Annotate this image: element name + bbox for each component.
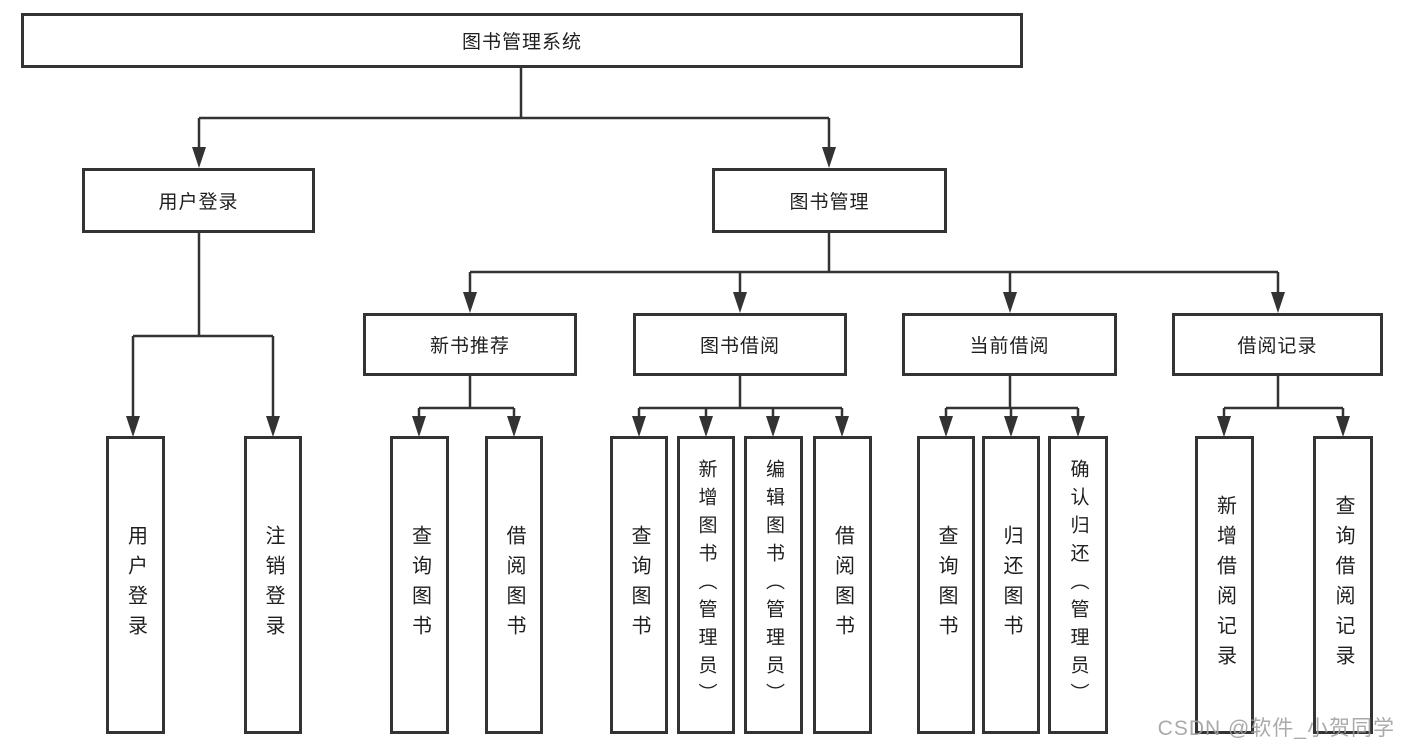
leaf-logout-label: 注销登录 (262, 525, 284, 645)
leaf-user-login: 用户登录 (106, 436, 165, 734)
leaf-borrow-books-recommend: 借阅图书 (485, 436, 543, 734)
leaf-return-books: 归还图书 (982, 436, 1040, 734)
node-user-login-label: 用户登录 (158, 192, 239, 213)
leaf-add-books-admin-label: 新增图书（管理员） (695, 459, 717, 711)
node-new-book-recommendation-label: 新书推荐 (429, 336, 510, 357)
leaf-borrow-books-recommend-label: 借阅图书 (503, 525, 525, 645)
leaf-add-books-admin: 新增图书（管理员） (677, 436, 735, 734)
leaf-query-books-recommend: 查询图书 (390, 436, 449, 734)
node-new-book-recommendation: 新书推荐 (363, 313, 577, 376)
leaf-confirm-return-admin: 确认归还（管理员） (1048, 436, 1108, 734)
leaf-query-books-current-label: 查询图书 (935, 525, 957, 645)
node-book-management: 图书管理 (712, 168, 947, 233)
node-book-borrowing: 图书借阅 (633, 313, 847, 376)
node-book-borrowing-label: 图书借阅 (699, 336, 780, 357)
leaf-confirm-return-admin-label: 确认归还（管理员） (1067, 459, 1089, 711)
node-library-system-label: 图书管理系统 (461, 32, 582, 53)
leaf-query-borrow-record: 查询借阅记录 (1313, 436, 1373, 734)
node-library-system: 图书管理系统 (21, 13, 1023, 68)
leaf-query-borrow-record-label: 查询借阅记录 (1332, 495, 1354, 675)
node-borrowing-records-label: 借阅记录 (1237, 336, 1318, 357)
leaf-borrow-books-borrowing-label: 借阅图书 (831, 525, 854, 645)
leaf-user-login-label: 用户登录 (124, 525, 147, 645)
leaf-query-books-borrowing-label: 查询图书 (628, 525, 650, 645)
leaf-edit-books-admin: 编辑图书（管理员） (744, 436, 803, 734)
node-book-management-label: 图书管理 (789, 192, 870, 213)
leaf-add-borrow-record-label: 新增借阅记录 (1213, 495, 1236, 675)
watermark: CSDN @软件_小贺同学 (1157, 717, 1395, 740)
node-current-borrowing-label: 当前借阅 (969, 336, 1050, 357)
node-borrowing-records: 借阅记录 (1172, 313, 1383, 376)
leaf-edit-books-admin-label: 编辑图书（管理员） (763, 459, 784, 711)
leaf-query-books-recommend-label: 查询图书 (408, 525, 431, 645)
leaf-query-books-borrowing: 查询图书 (610, 436, 668, 734)
leaf-borrow-books-borrowing: 借阅图书 (813, 436, 872, 734)
leaf-add-borrow-record: 新增借阅记录 (1195, 436, 1254, 734)
leaf-return-books-label: 归还图书 (1000, 525, 1022, 645)
node-current-borrowing: 当前借阅 (902, 313, 1117, 376)
leaf-query-books-current: 查询图书 (917, 436, 975, 734)
node-user-login: 用户登录 (82, 168, 315, 233)
leaf-logout: 注销登录 (244, 436, 302, 734)
